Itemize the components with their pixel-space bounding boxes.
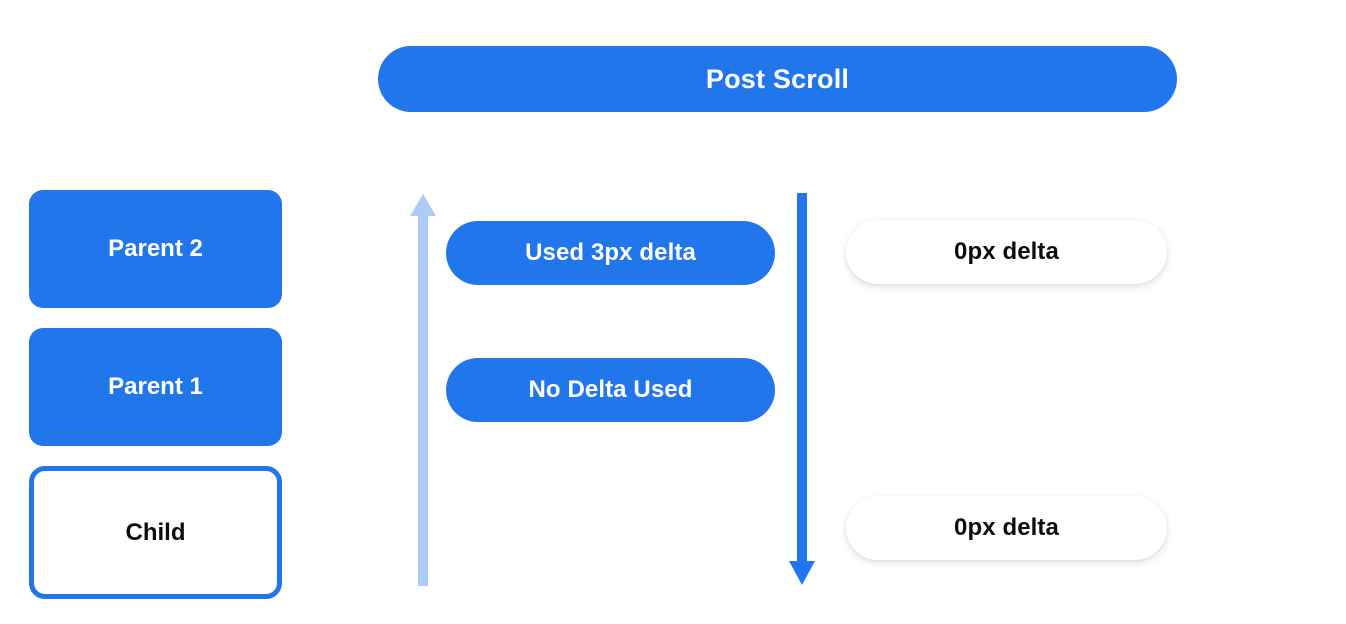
delta-pill-no-delta-used-label: No Delta Used — [528, 376, 693, 403]
node-child[interactable]: Child — [29, 466, 282, 599]
node-child-label: Child — [125, 518, 186, 546]
scroll-up-arrow — [409, 194, 437, 586]
node-parent-1-label: Parent 1 — [108, 373, 203, 400]
scroll-down-arrow — [788, 193, 816, 585]
delta-pill-zero-top-label: 0px delta — [954, 238, 1059, 265]
delta-pill-zero-bottom-label: 0px delta — [954, 514, 1059, 541]
delta-pill-zero-top[interactable]: 0px delta — [846, 220, 1167, 284]
node-parent-1[interactable]: Parent 1 — [29, 328, 282, 446]
page-title: Post Scroll — [705, 63, 850, 94]
delta-pill-used-3px[interactable]: Used 3px delta — [446, 221, 775, 285]
delta-pill-no-delta-used[interactable]: No Delta Used — [446, 358, 775, 422]
delta-pill-zero-bottom[interactable]: 0px delta — [846, 496, 1167, 560]
delta-pill-used-3px-label: Used 3px delta — [525, 239, 696, 266]
post-scroll-banner: Post Scroll — [378, 46, 1177, 112]
element-hierarchy-stack: Parent 2 Parent 1 Child — [29, 190, 282, 599]
node-parent-2[interactable]: Parent 2 — [29, 190, 282, 308]
node-parent-2-label: Parent 2 — [108, 235, 203, 262]
